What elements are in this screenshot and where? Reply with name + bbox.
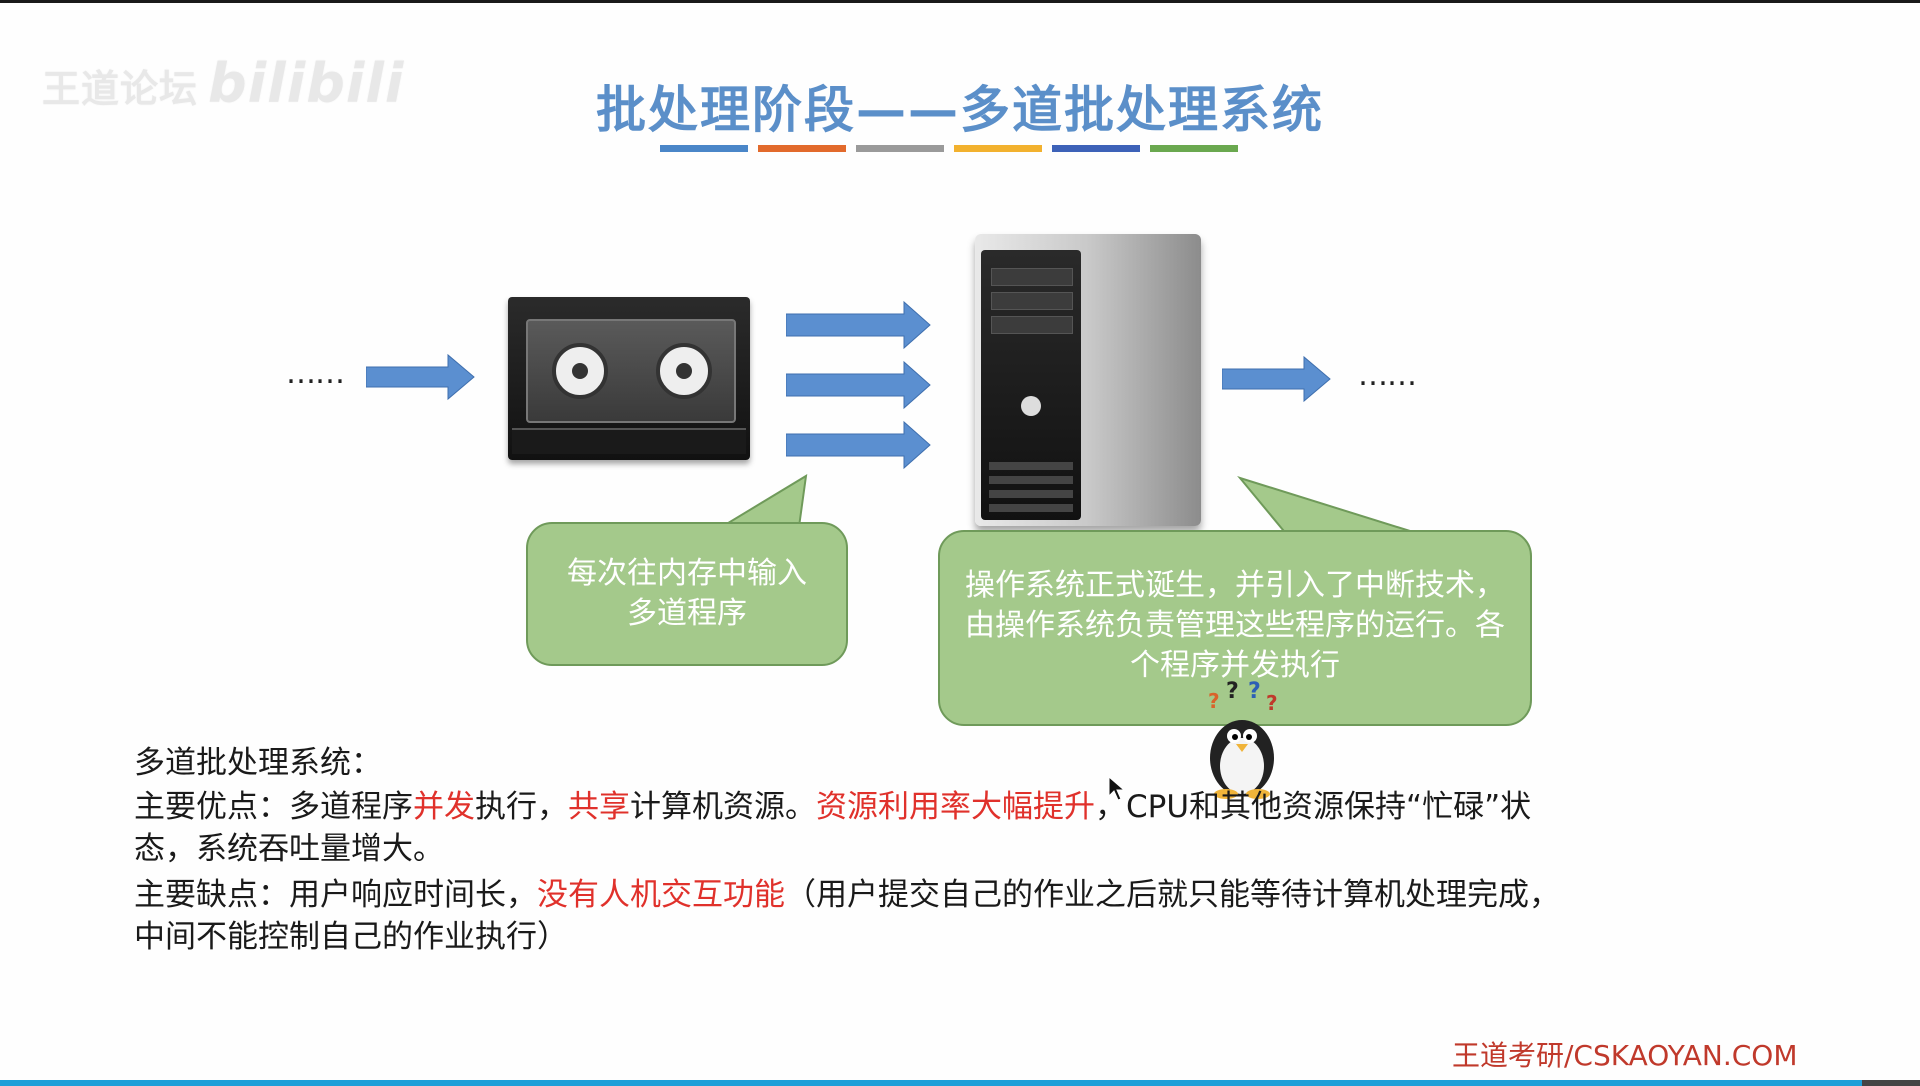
tape-window — [526, 319, 736, 423]
callout-tape: 每次往内存中输入多道程序 — [526, 522, 848, 666]
tape-reel-left — [552, 343, 608, 399]
advantages-line: 主要优点：多道程序并发执行，共享计算机资源。资源利用率大幅提升，CPU和其他资源… — [134, 786, 1531, 828]
drive-bay — [991, 292, 1073, 310]
vent — [989, 490, 1073, 498]
adv-prefix: 主要优点：多道程序 — [134, 789, 413, 825]
disadvantages-line-2: 中间不能控制自己的作业执行） — [134, 919, 568, 955]
title-underline-bar — [1052, 145, 1140, 152]
arrow-right-icon — [786, 360, 931, 410]
disadvantages-line: 主要缺点：用户响应时间长，没有人机交互功能（用户提交自己的作业之后就只能等待计算… — [134, 874, 1560, 916]
adv-resource: 计算机资源。 — [630, 789, 816, 825]
adv-utilization: 资源利用率大幅提升 — [816, 789, 1095, 825]
tape-drive-icon — [508, 297, 750, 460]
adv-concurrent: 并发 — [413, 789, 475, 825]
bubble-tail — [1237, 476, 1427, 537]
video-progress-bar[interactable] — [0, 1080, 1920, 1086]
ellipsis-left: …… — [286, 356, 345, 391]
svg-text:?: ? — [1208, 689, 1220, 713]
title-underline-bar — [660, 145, 748, 152]
drive-bay — [991, 316, 1073, 334]
ellipsis-right: …… — [1358, 358, 1417, 393]
title-underline-bar — [1150, 145, 1238, 152]
dis-prefix: 主要缺点：用户响应时间长， — [134, 877, 537, 913]
mouse-cursor-icon — [1108, 776, 1126, 801]
tape-base — [512, 428, 746, 454]
penguin-icon: ? ? ? ? — [1208, 680, 1278, 799]
vent — [989, 462, 1073, 470]
tape-reel-right — [656, 343, 712, 399]
video-progress-fill — [0, 1080, 1863, 1086]
adv-exec: 执行， — [475, 789, 568, 825]
adv-share: 共享 — [568, 789, 630, 825]
title-underline-bar — [856, 145, 944, 152]
bilibili-logo: bilibili — [208, 52, 405, 115]
advantages-line-2: 态，系统吞吐量增大。 — [134, 831, 444, 867]
vent — [989, 476, 1073, 484]
callout-os: 操作系统正式诞生，并引入了中断技术，由操作系统负责管理这些程序的运行。各个程序并… — [938, 530, 1532, 726]
drive-bay — [991, 268, 1073, 286]
arrow-right-icon — [786, 420, 931, 470]
arrow-right-icon — [366, 353, 475, 401]
title-underline-bar — [758, 145, 846, 152]
arrow-right-icon — [1222, 355, 1331, 403]
svg-text:?: ? — [1266, 691, 1278, 715]
top-border — [0, 0, 1920, 3]
slide-title: 批处理阶段——多道批处理系统 — [596, 81, 1324, 139]
watermark-text: 王道论坛 — [42, 67, 199, 111]
arrow-right-icon — [786, 300, 931, 350]
server-front-panel — [981, 250, 1081, 520]
svg-text:?: ? — [1248, 680, 1261, 704]
server-tower-icon — [975, 234, 1201, 526]
dis-rest: （用户提交自己的作业之后就只能等待计算机处理完成， — [785, 877, 1560, 913]
svg-text:?: ? — [1226, 680, 1239, 704]
adv-cpu: ，CPU和其他资源保持“忙碌”状 — [1095, 789, 1532, 825]
power-button — [1021, 396, 1041, 416]
title-underline-bar — [954, 145, 1042, 152]
vent — [989, 504, 1073, 512]
footer-brand: 王道考研/CSKAOYAN.COM — [1452, 1039, 1798, 1072]
dis-nointeract: 没有人机交互功能 — [537, 877, 785, 913]
summary-heading: 多道批处理系统： — [134, 745, 382, 781]
